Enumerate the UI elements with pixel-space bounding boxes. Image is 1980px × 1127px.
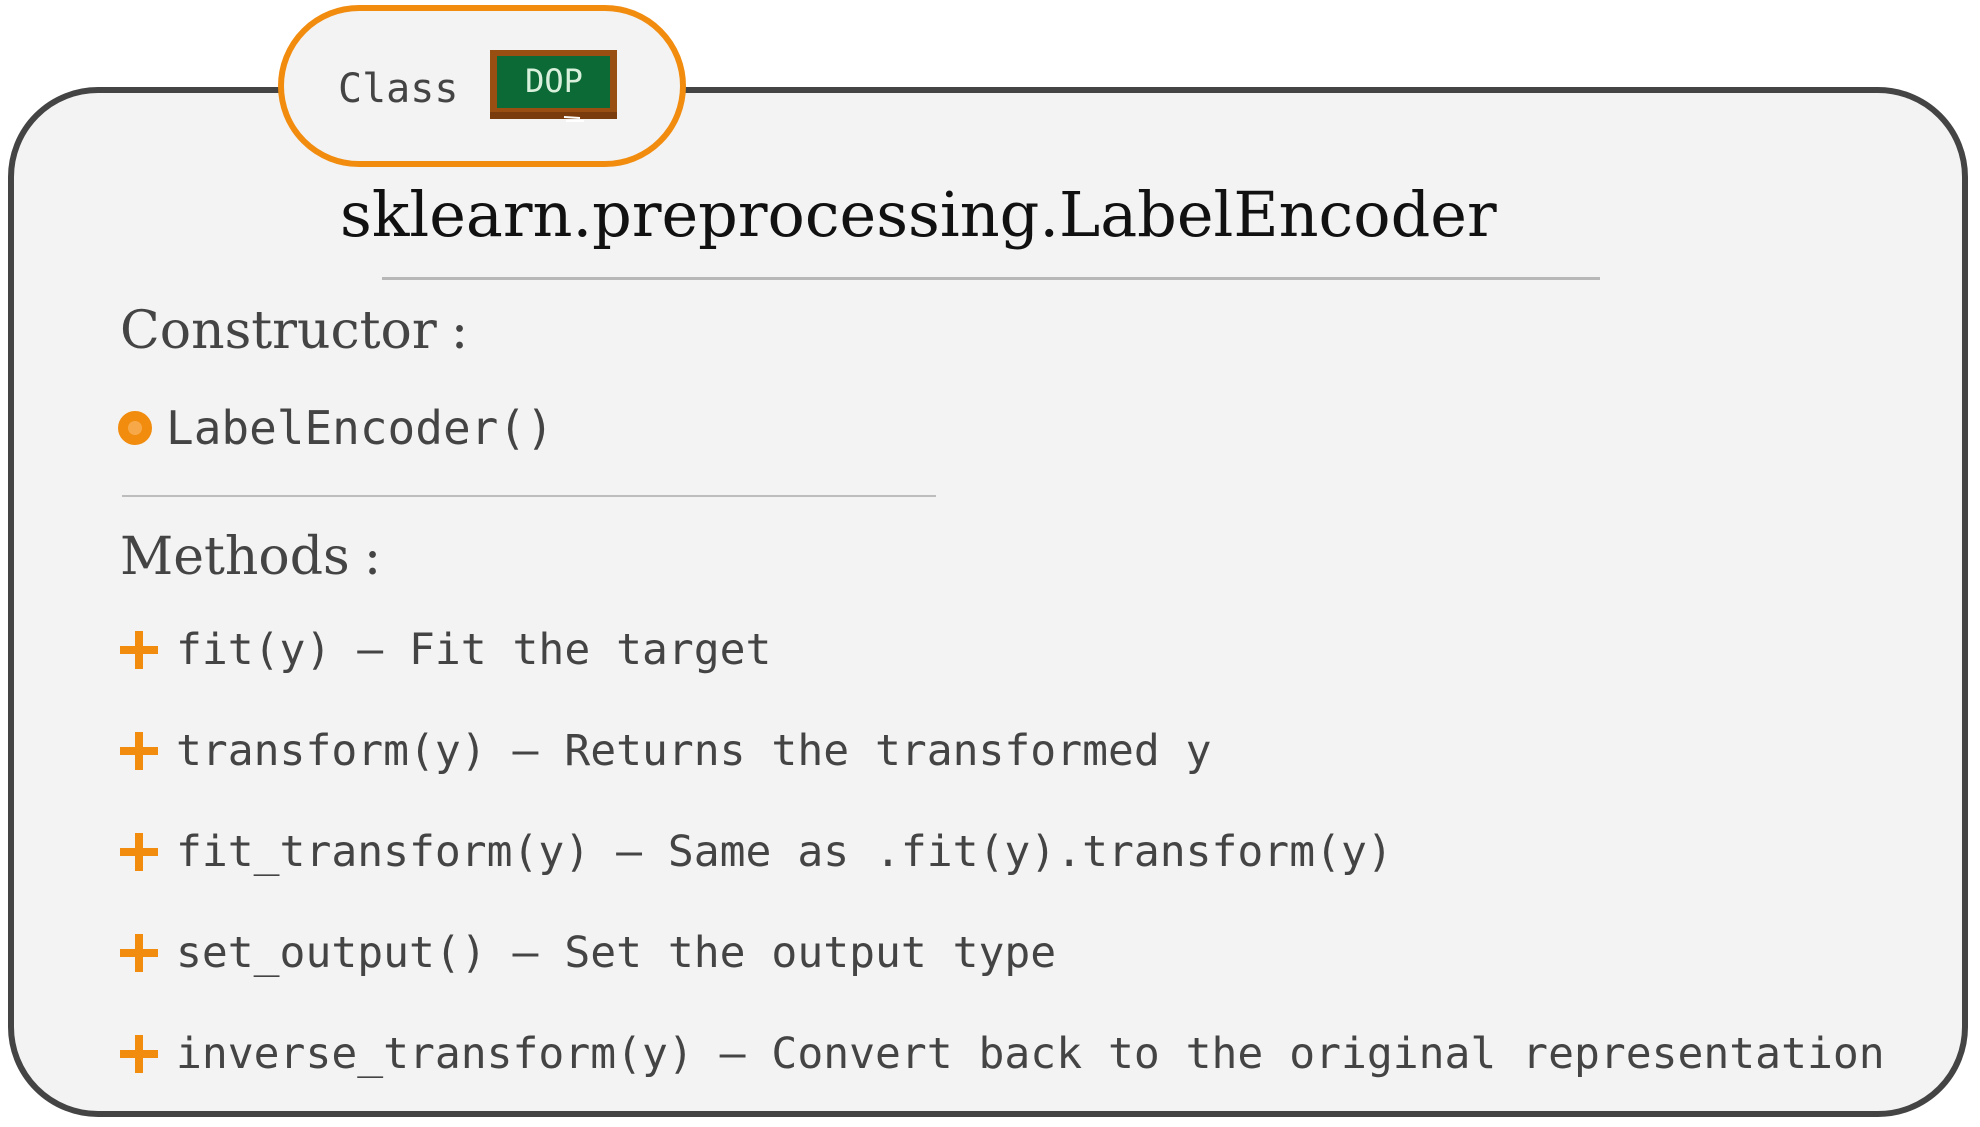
plus-icon: [120, 1035, 158, 1073]
chalkboard-icon: DOP: [490, 50, 617, 122]
method-text: set_output() – Set the output type: [176, 928, 1057, 978]
class-card: [8, 87, 1968, 1117]
methods-heading-colon: :: [363, 527, 382, 587]
method-item: transform(y) – Returns the transformed y: [120, 718, 1212, 784]
method-text: inverse_transform(y) – Convert back to t…: [176, 1029, 1885, 1079]
constructor-item: LabelEncoder(): [118, 395, 554, 461]
plus-icon: [120, 732, 158, 770]
class-tab-label: Class: [338, 66, 459, 112]
method-text: fit(y) – Fit the target: [176, 625, 772, 675]
constructor-heading: Constructor:: [120, 298, 468, 364]
method-item: fit_transform(y) – Same as .fit(y).trans…: [120, 819, 1393, 885]
method-text: fit_transform(y) – Same as .fit(y).trans…: [176, 827, 1393, 877]
board-surface: [497, 56, 610, 108]
chalk-piece: [563, 116, 581, 119]
plus-icon: [120, 631, 158, 669]
board-ledge: [490, 112, 617, 119]
constructor-heading-colon: :: [450, 301, 469, 361]
methods-heading: Methods:: [120, 524, 381, 590]
method-item: inverse_transform(y) – Convert back to t…: [120, 1021, 1885, 1087]
title-divider: [382, 277, 1600, 280]
plus-icon: [120, 833, 158, 871]
plus-icon: [120, 934, 158, 972]
constructor-signature: LabelEncoder(): [166, 401, 554, 455]
constructor-heading-label: Constructor: [120, 301, 437, 361]
method-text: transform(y) – Returns the transformed y: [176, 726, 1212, 776]
class-tab: [278, 5, 686, 167]
methods-heading-label: Methods: [120, 527, 350, 587]
method-item: set_output() – Set the output type: [120, 920, 1056, 986]
method-item: fit(y) – Fit the target: [120, 617, 771, 683]
class-name-title: sklearn.preprocessing.LabelEncoder: [340, 178, 1497, 251]
badge-text: DOP: [525, 62, 583, 100]
orange-dot-icon: [118, 411, 152, 445]
section-divider: [122, 495, 936, 497]
